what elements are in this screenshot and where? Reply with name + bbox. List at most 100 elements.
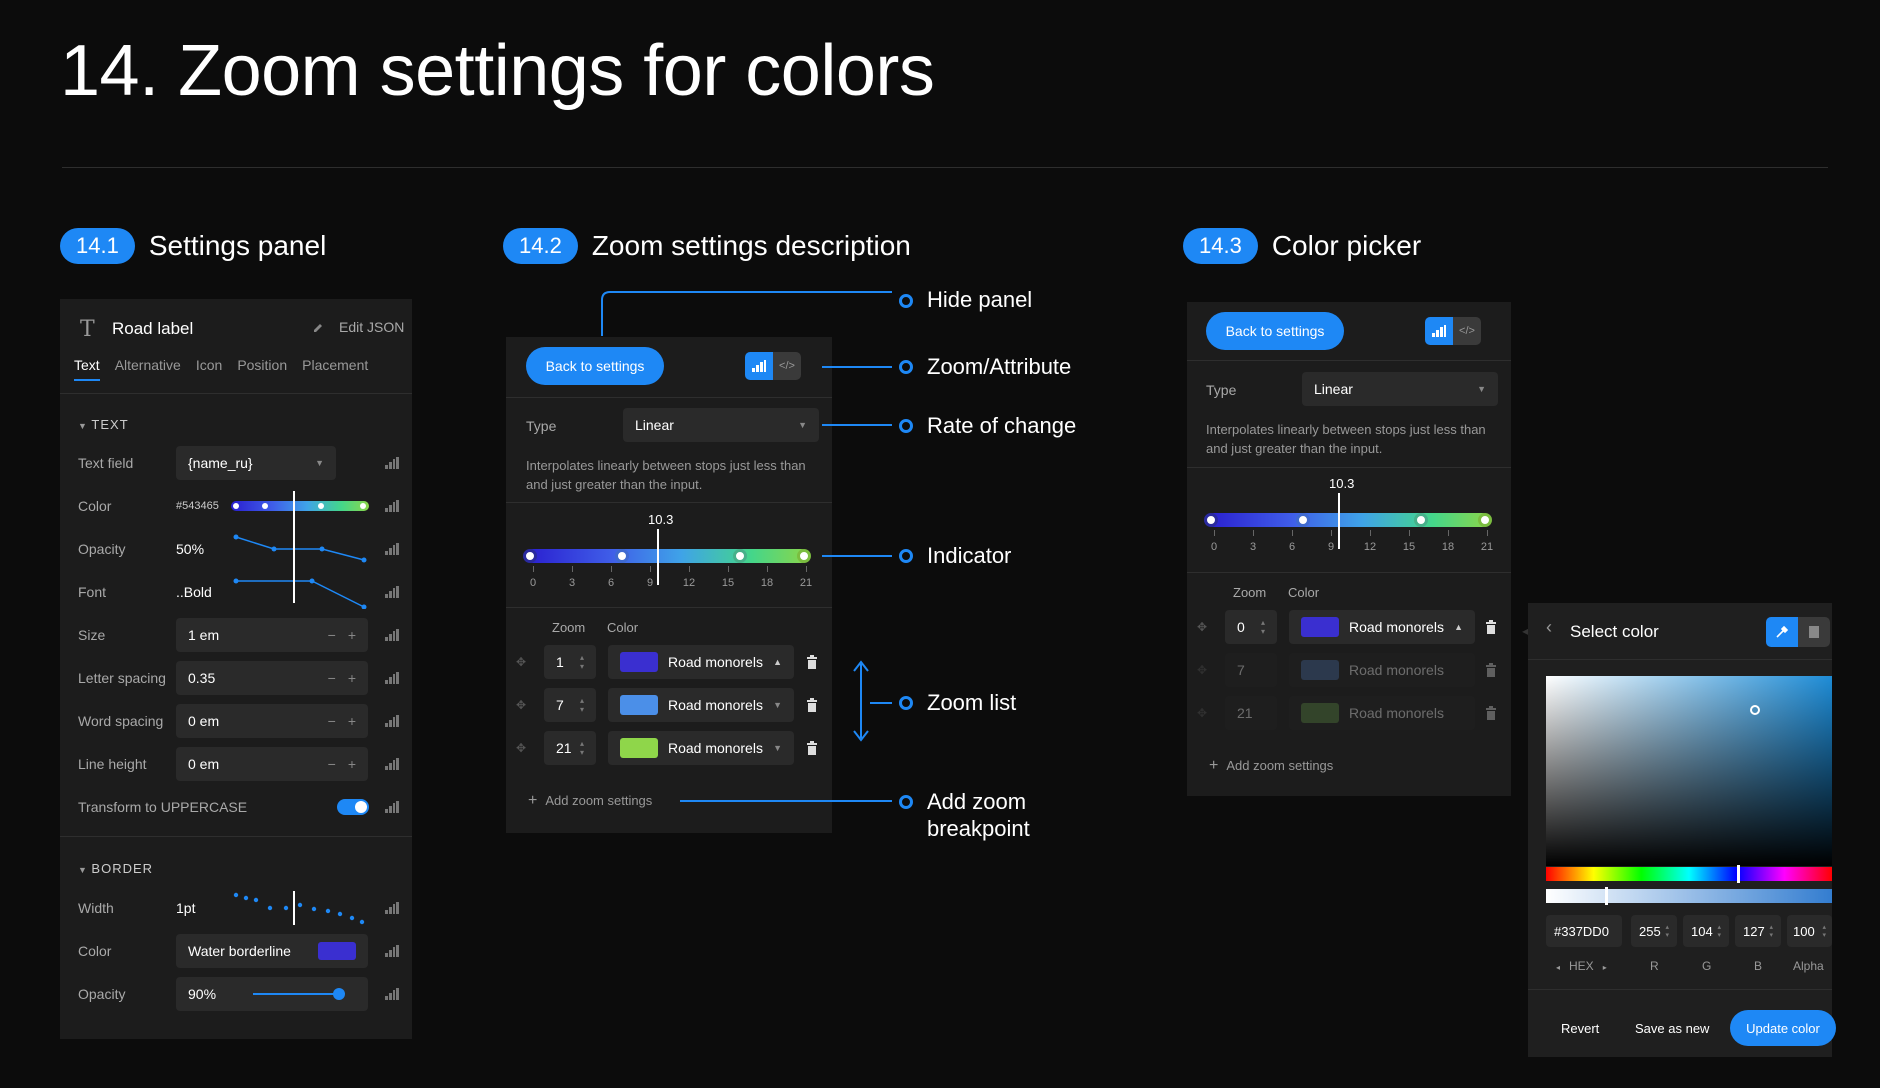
add-zoom-settings-button[interactable]: +Add zoom settings xyxy=(1209,757,1333,775)
color-select[interactable]: Road monorels▲ xyxy=(1289,610,1475,644)
zoom-chart-icon[interactable] xyxy=(385,586,399,598)
zoom-chart-icon[interactable] xyxy=(385,457,399,469)
zoom-chart-icon[interactable] xyxy=(385,629,399,641)
zoom-stepper[interactable]: 7 xyxy=(1225,653,1277,687)
slider-track[interactable] xyxy=(253,993,341,995)
zoom-stepper[interactable]: 1▴▾ xyxy=(544,645,596,679)
plus-icon[interactable]: + xyxy=(347,670,356,686)
trash-icon[interactable] xyxy=(1485,620,1497,634)
zoom-chart-icon[interactable] xyxy=(385,758,399,770)
zoom-chart-icon[interactable] xyxy=(1425,317,1453,345)
stop-handle[interactable] xyxy=(615,549,629,563)
stop-handle[interactable] xyxy=(1414,513,1428,527)
tab-icon[interactable]: Icon xyxy=(195,357,223,373)
edit-json-link[interactable]: Edit JSON xyxy=(339,319,405,335)
zoom-chart-icon[interactable] xyxy=(385,715,399,727)
add-zoom-settings-button[interactable]: +Add zoom settings xyxy=(528,792,652,810)
tab-text[interactable]: Text xyxy=(74,357,100,381)
zoom-attribute-toggle[interactable]: </> xyxy=(1425,317,1481,345)
alpha-slider[interactable] xyxy=(1546,889,1832,903)
word-spacing-stepper[interactable]: 0 em−+ xyxy=(176,704,368,738)
b-input[interactable]: 127▴▾ xyxy=(1735,915,1781,947)
trash-icon[interactable] xyxy=(806,655,818,669)
zoom-stepper[interactable]: 21▴▾ xyxy=(544,731,596,765)
stop-handle[interactable] xyxy=(1296,513,1310,527)
width-zoom-curve[interactable] xyxy=(230,891,370,925)
hex-input[interactable]: #337DD0 xyxy=(1546,915,1622,947)
chevron-right-icon[interactable]: ▸ xyxy=(1602,963,1607,972)
stepper-arrows-icon[interactable]: ▴▾ xyxy=(1260,618,1265,636)
stepper-arrows-icon[interactable]: ▴▾ xyxy=(579,653,584,671)
zoom-chart-icon[interactable] xyxy=(385,945,399,957)
size-stepper[interactable]: 1 em−+ xyxy=(176,618,368,652)
stop-handle[interactable] xyxy=(1204,513,1218,527)
palette-icon[interactable] xyxy=(1798,617,1830,647)
color-select[interactable]: Road monorels▼ xyxy=(608,731,794,765)
zoom-gradient-scale[interactable] xyxy=(1204,493,1492,549)
tab-alternative[interactable]: Alternative xyxy=(114,357,181,373)
back-to-settings-button[interactable]: Back to settings xyxy=(526,347,664,385)
drag-handle-icon[interactable]: ✥ xyxy=(516,741,527,755)
plus-icon[interactable]: + xyxy=(347,713,356,729)
color-select[interactable]: Road monorels▼ xyxy=(608,688,794,722)
zoom-chart-icon[interactable] xyxy=(385,672,399,684)
zoom-chart-icon[interactable] xyxy=(385,801,399,813)
stepper-arrows-icon[interactable]: ▴▾ xyxy=(579,696,584,714)
gradient-stop[interactable] xyxy=(360,503,366,509)
gradient-stop[interactable] xyxy=(262,503,268,509)
zoom-stepper[interactable]: 0▴▾ xyxy=(1225,610,1277,644)
zoom-chart-icon[interactable] xyxy=(385,500,399,512)
code-icon[interactable]: </> xyxy=(1453,317,1481,345)
tab-placement[interactable]: Placement xyxy=(302,357,369,373)
chevron-left-icon[interactable]: ‹ xyxy=(1546,617,1552,637)
color-select[interactable]: Road monorels▲ xyxy=(608,645,794,679)
border-section-header[interactable]: ▼ BORDER xyxy=(78,861,153,876)
hue-slider[interactable] xyxy=(1546,867,1832,881)
eyedropper-icon[interactable] xyxy=(1766,617,1798,647)
zoom-gradient-scale[interactable] xyxy=(523,529,811,585)
font-zoom-curve[interactable] xyxy=(230,575,370,609)
stop-handle[interactable] xyxy=(523,549,537,563)
minus-icon[interactable]: − xyxy=(327,627,336,643)
save-as-new-button[interactable]: Save as new xyxy=(1635,1021,1710,1036)
stepper-arrows-icon[interactable]: ▴▾ xyxy=(1769,924,1773,939)
type-select[interactable]: Linear▼ xyxy=(1302,372,1498,406)
trash-icon[interactable] xyxy=(1485,663,1497,677)
stop-handle[interactable] xyxy=(1478,513,1492,527)
zoom-chart-icon[interactable] xyxy=(385,988,399,1000)
uppercase-toggle[interactable] xyxy=(337,799,369,815)
zoom-chart-icon[interactable] xyxy=(385,543,399,555)
drag-handle-icon[interactable]: ✥ xyxy=(1197,663,1208,677)
type-select[interactable]: Linear▼ xyxy=(623,408,819,442)
zoom-stepper[interactable]: 21 xyxy=(1225,696,1277,730)
hue-slider-thumb[interactable] xyxy=(1737,865,1740,883)
letter-spacing-stepper[interactable]: 0.35−+ xyxy=(176,661,368,695)
picker-mode-toggle[interactable] xyxy=(1766,617,1830,647)
zoom-chart-icon[interactable] xyxy=(745,352,773,380)
trash-icon[interactable] xyxy=(806,741,818,755)
plus-icon[interactable]: + xyxy=(347,627,356,643)
color-select[interactable]: Road monorels xyxy=(1289,696,1475,730)
plus-icon[interactable]: + xyxy=(347,756,356,772)
g-input[interactable]: 104▴▾ xyxy=(1683,915,1729,947)
update-color-button[interactable]: Update color xyxy=(1730,1010,1836,1046)
drag-handle-icon[interactable]: ✥ xyxy=(516,698,527,712)
stepper-arrows-icon[interactable]: ▴▾ xyxy=(1665,924,1669,939)
stepper-arrows-icon[interactable]: ▴▾ xyxy=(1717,924,1721,939)
zoom-chart-icon[interactable] xyxy=(385,902,399,914)
zoom-stepper[interactable]: 7▴▾ xyxy=(544,688,596,722)
text-field-select[interactable]: {name_ru}▼ xyxy=(176,446,336,480)
alpha-slider-thumb[interactable] xyxy=(1605,887,1608,905)
minus-icon[interactable]: − xyxy=(327,713,336,729)
revert-button[interactable]: Revert xyxy=(1561,1021,1600,1036)
zoom-indicator-line[interactable] xyxy=(1338,493,1340,549)
alpha-input[interactable]: 100▴▾ xyxy=(1787,915,1832,947)
back-to-settings-button[interactable]: Back to settings xyxy=(1206,312,1344,350)
slider-thumb[interactable] xyxy=(333,988,345,1000)
stepper-arrows-icon[interactable]: ▴▾ xyxy=(1822,924,1826,939)
stop-handle[interactable] xyxy=(797,549,811,563)
stop-handle[interactable] xyxy=(733,549,747,563)
chevron-left-icon[interactable]: ◂ xyxy=(1556,963,1561,972)
gradient-bar[interactable] xyxy=(1207,513,1489,527)
zoom-attribute-toggle[interactable]: </> xyxy=(745,352,801,380)
